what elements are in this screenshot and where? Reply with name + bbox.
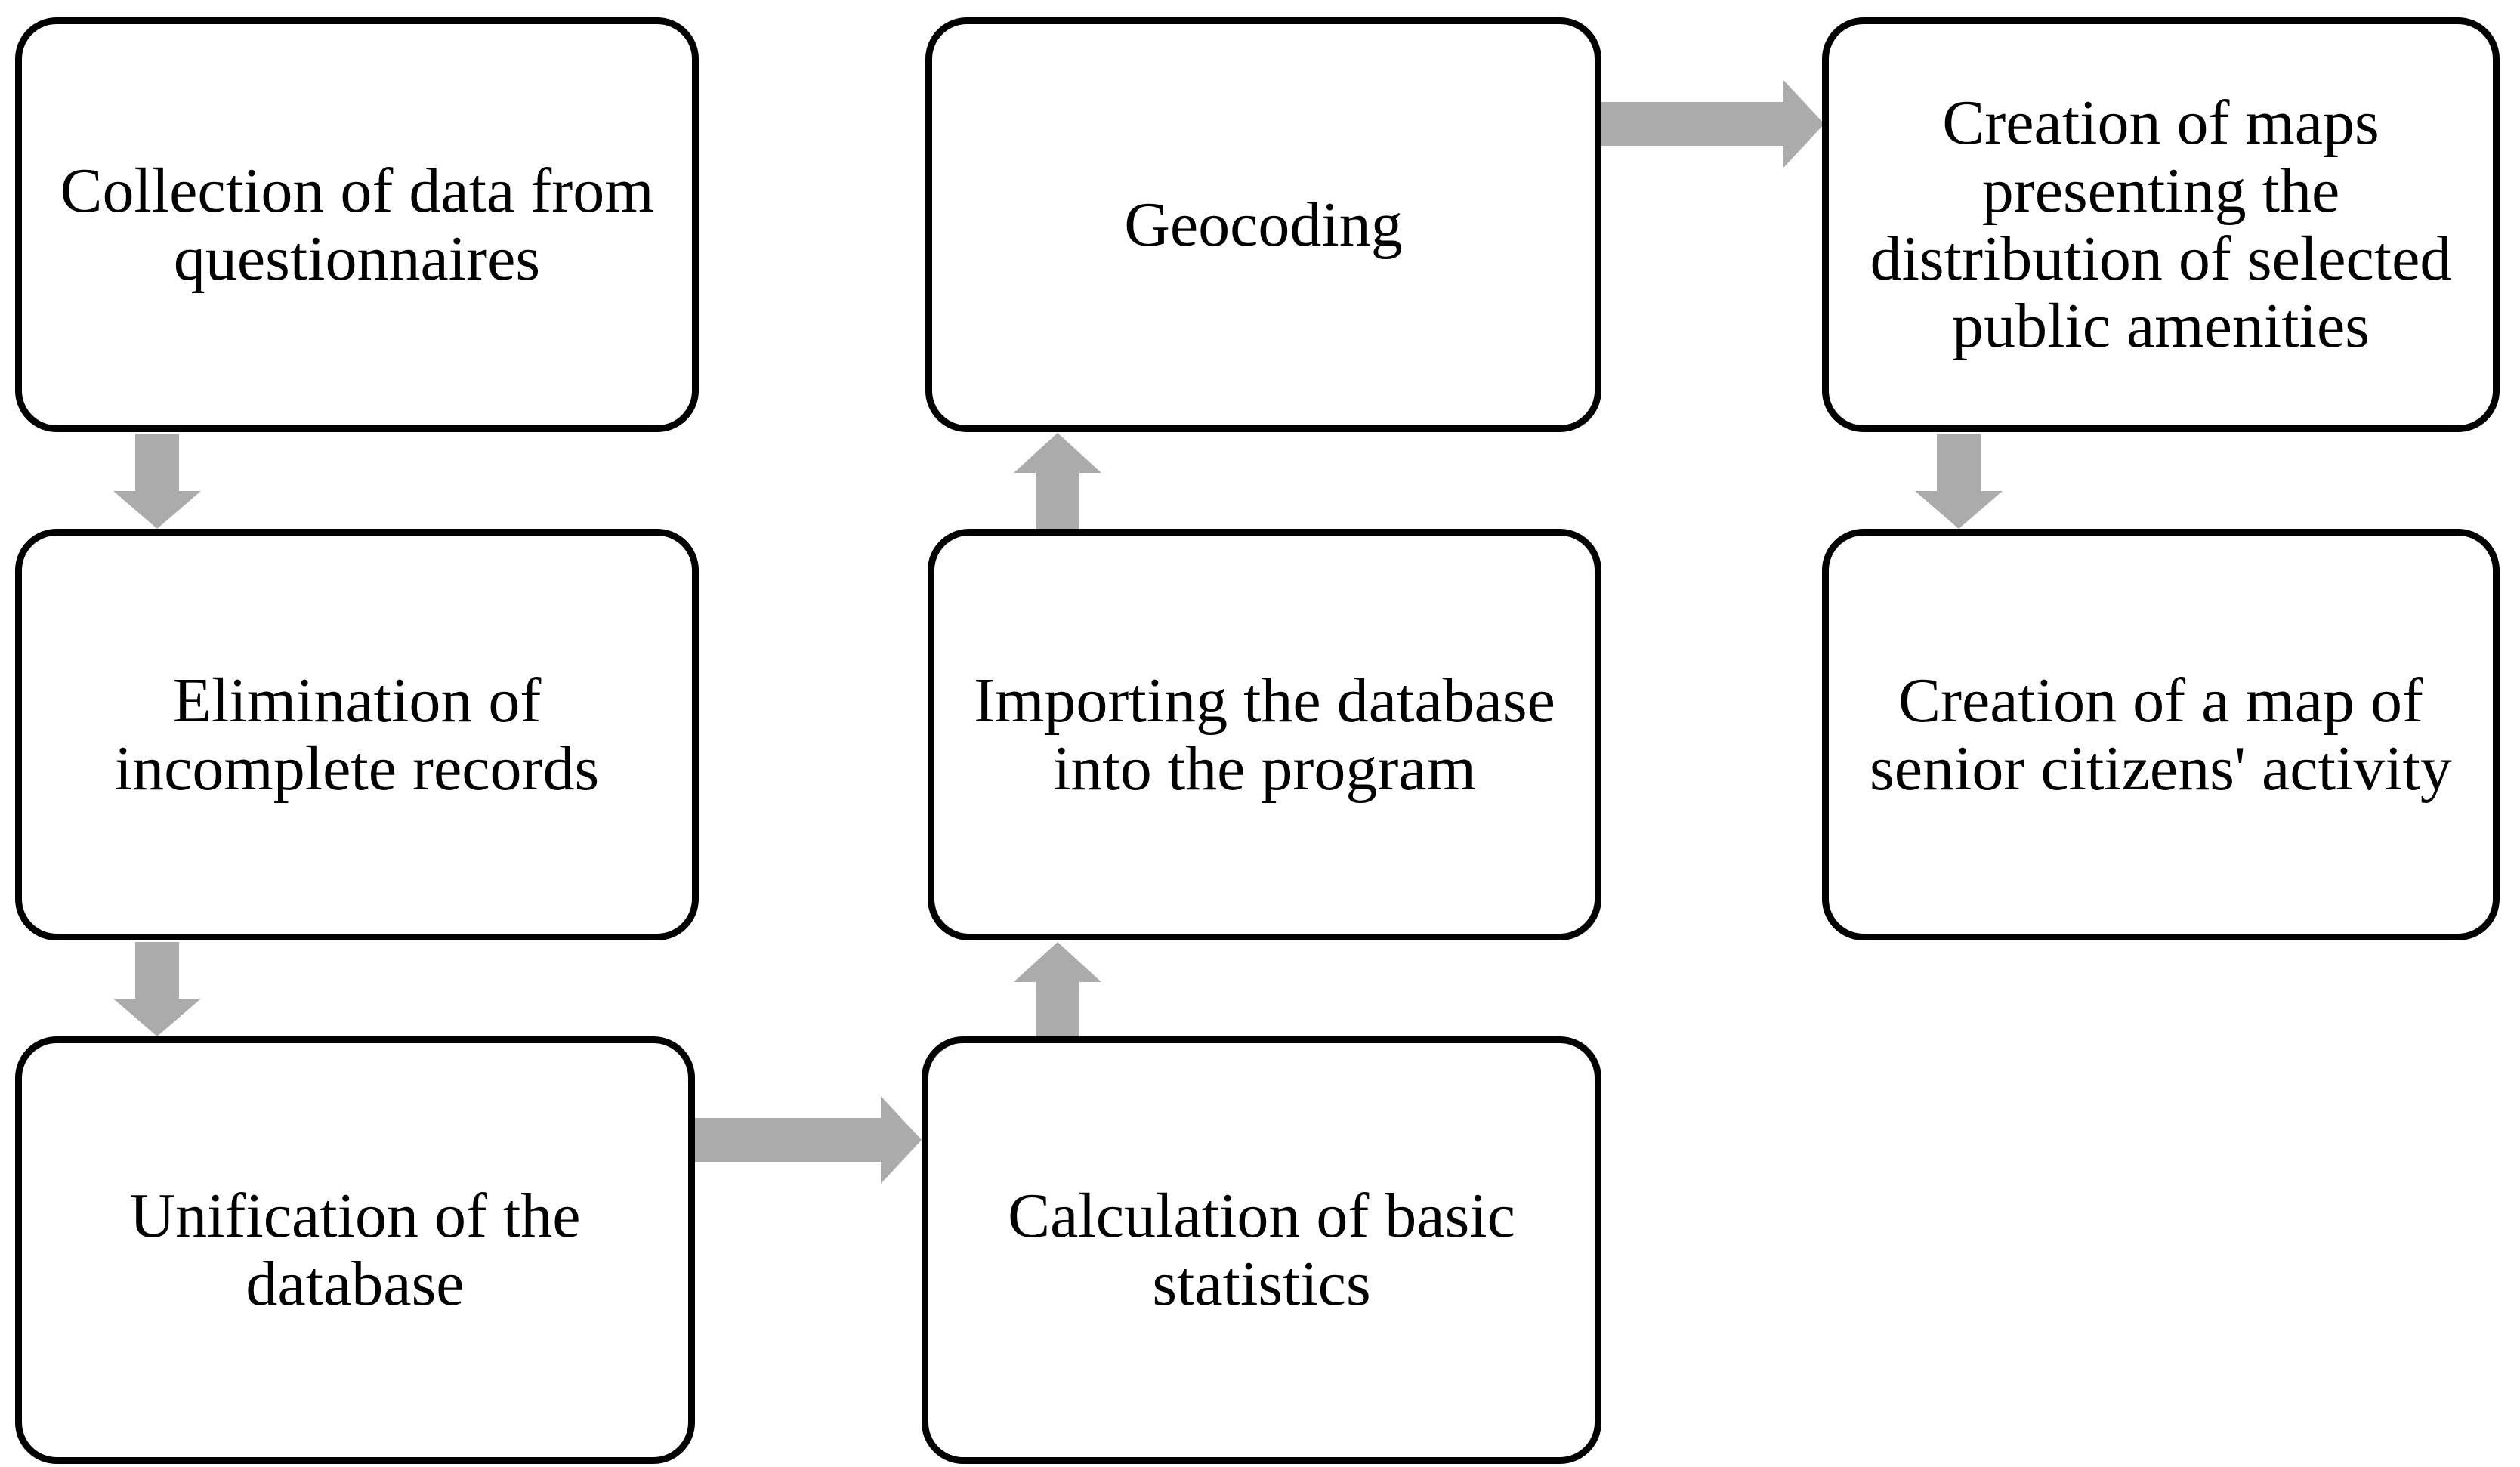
flow-box-elimination-label: Elimination of incomplete records <box>114 665 600 804</box>
flow-box-activity: Creation of a map of senior citizens' ac… <box>1822 529 2500 940</box>
flow-box-calculation-label: Calculation of basic statistics <box>1008 1181 1515 1319</box>
flow-box-maps: Creation of maps presenting the distribu… <box>1822 17 2500 432</box>
flow-box-activity-label: Creation of a map of senior citizens' ac… <box>1870 665 2452 804</box>
arrow-importing-to-geocoding-shaft <box>1036 471 1079 529</box>
arrow-calculation-to-importing-head-icon <box>1014 942 1101 982</box>
arrow-importing-to-geocoding-head-icon <box>1014 433 1101 473</box>
flow-box-importing: Importing the database into the program <box>928 529 1601 940</box>
flow-box-unification-label: Unification of the database <box>129 1181 581 1319</box>
arrow-unification-to-calculation-head-icon <box>881 1096 922 1184</box>
flow-box-geocoding-label: Geocoding <box>1124 189 1403 260</box>
arrow-elimination-to-unification-head-icon <box>113 999 201 1036</box>
flow-box-calculation: Calculation of basic statistics <box>922 1036 1601 1464</box>
arrow-maps-to-activity-head-icon <box>1915 491 2003 529</box>
arrow-calculation-to-importing-shaft <box>1036 981 1079 1036</box>
flow-box-geocoding: Geocoding <box>925 17 1601 432</box>
flow-box-collection-label: Collection of data from questionnaires <box>60 155 654 294</box>
arrow-unification-to-calculation-shaft <box>695 1118 881 1162</box>
flow-box-unification: Unification of the database <box>15 1036 695 1464</box>
flow-box-elimination: Elimination of incomplete records <box>15 529 699 940</box>
arrow-collection-to-elimination-head-icon <box>113 491 201 529</box>
flow-box-maps-label: Creation of maps presenting the distribu… <box>1870 87 2452 362</box>
arrow-maps-to-activity-shaft <box>1937 434 1981 493</box>
flow-box-collection: Collection of data from questionnaires <box>15 17 699 432</box>
flow-box-importing-label: Importing the database into the program <box>974 665 1555 804</box>
arrow-elimination-to-unification-shaft <box>135 942 179 1000</box>
arrow-collection-to-elimination-shaft <box>135 434 179 493</box>
arrow-geocoding-to-maps-head-icon <box>1783 80 1824 168</box>
arrow-geocoding-to-maps-shaft <box>1600 102 1783 146</box>
